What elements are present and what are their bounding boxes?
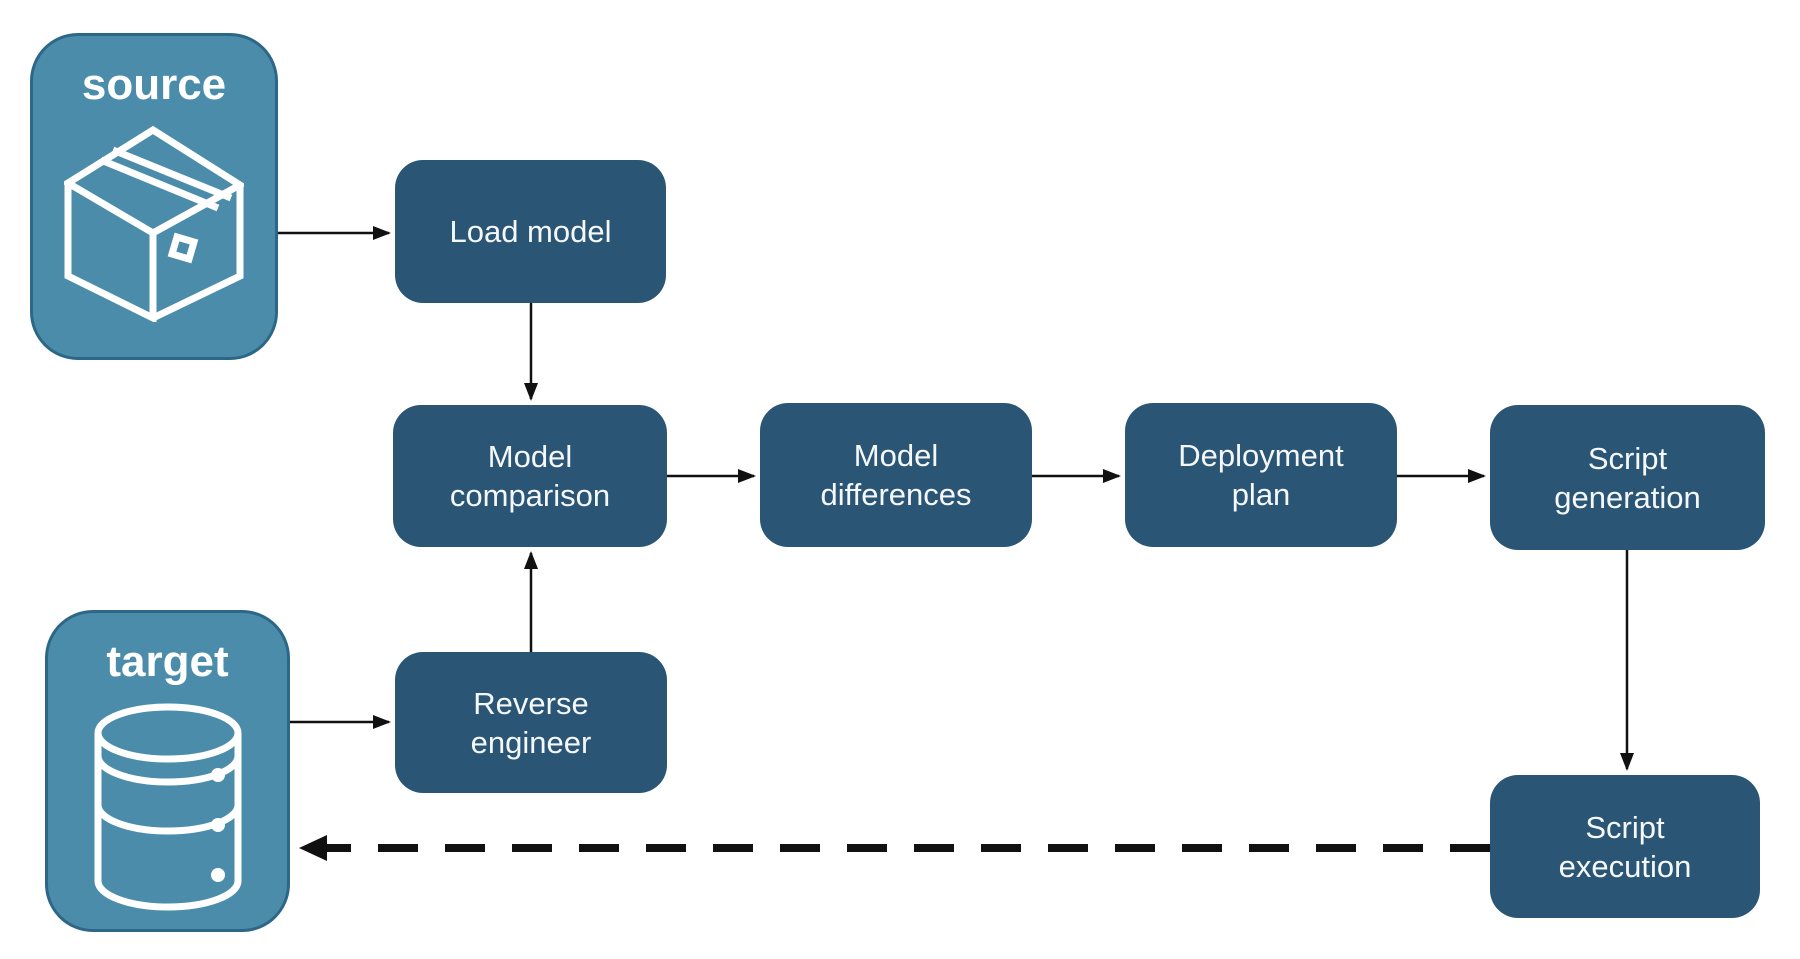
node-label: Reverse engineer (470, 685, 592, 760)
node-model-differences: Model differences (760, 403, 1032, 547)
node-model-comparison: Model comparison (393, 405, 667, 547)
node-label: Deployment plan (1178, 438, 1344, 512)
node-label: Model differences (820, 438, 972, 512)
target-resource: target (45, 610, 290, 932)
node-script-generation: Script generation (1490, 405, 1765, 550)
node-load-model: Load model (395, 160, 666, 303)
source-label: source (81, 60, 227, 109)
source-resource: source (30, 33, 278, 360)
node-reverse-engineer: Reverse engineer (395, 652, 667, 793)
node-script-execution: Script execution (1490, 775, 1760, 918)
node-deployment-plan: Deployment plan (1125, 403, 1397, 547)
package-icon (64, 126, 244, 322)
node-label: Script execution (1558, 809, 1692, 884)
node-label: Model comparison (449, 439, 611, 513)
database-icon (94, 703, 241, 911)
node-label: Script generation (1554, 440, 1701, 515)
node-label: Load model (449, 214, 612, 249)
target-label: target (106, 637, 229, 686)
